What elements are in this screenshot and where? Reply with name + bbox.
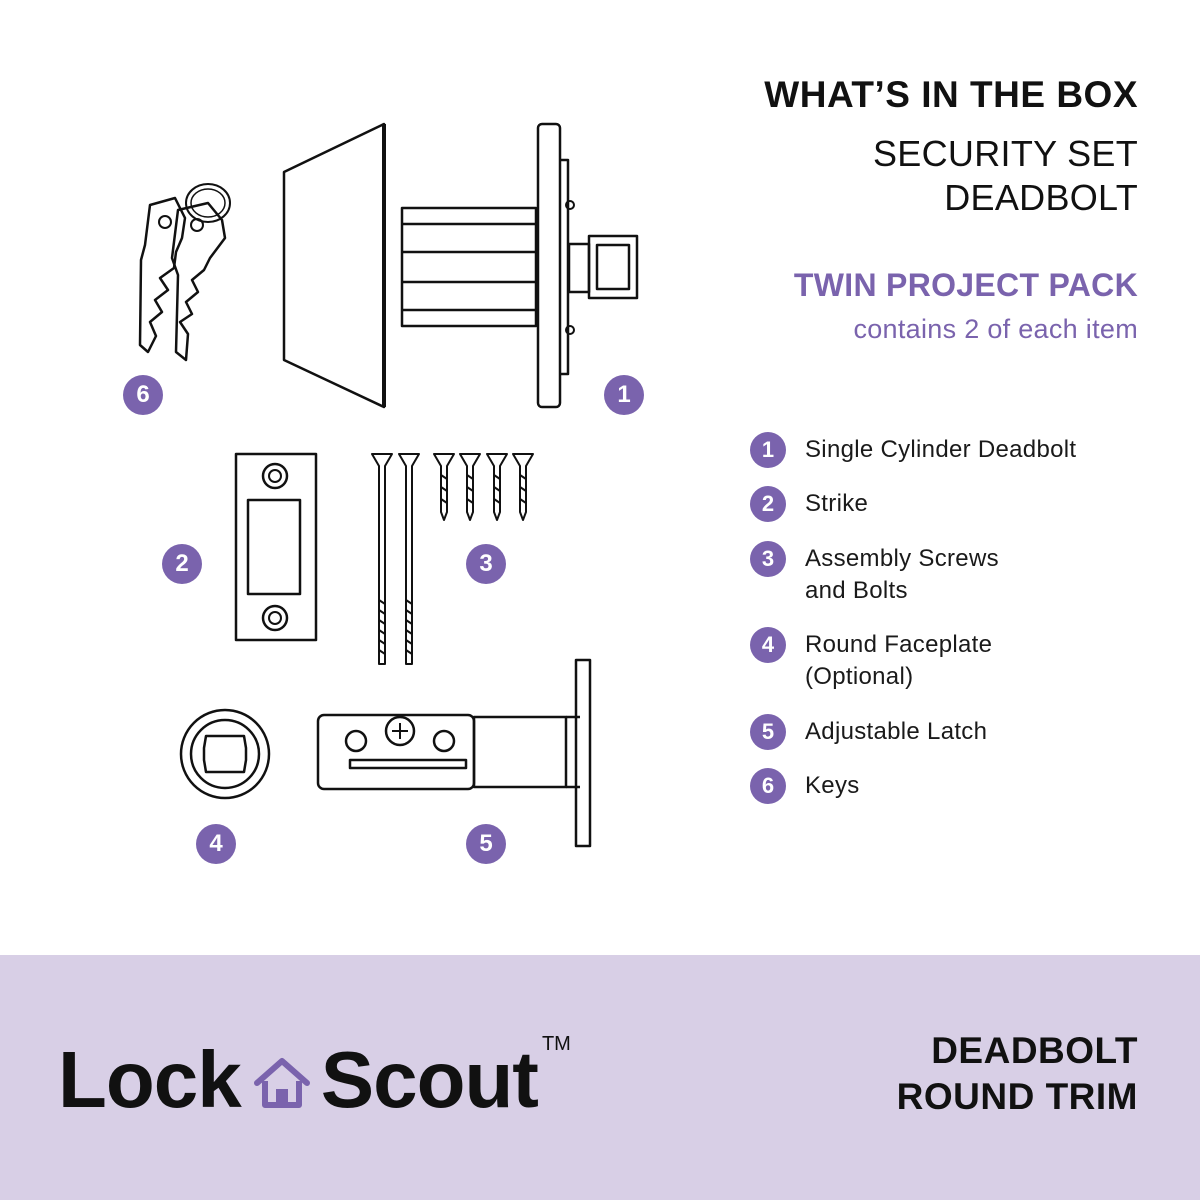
brand-name-part2: Scout	[320, 1035, 539, 1124]
badge-faceplate: 4	[196, 824, 236, 864]
page-title: WHAT’S IN THE BOX	[764, 74, 1138, 115]
trademark-mark: TM	[541, 1033, 571, 1055]
badge-strike: 2	[162, 544, 202, 584]
badge-screws: 3	[466, 544, 506, 584]
strike-illustration	[234, 452, 318, 642]
faceplate-illustration	[179, 708, 271, 800]
legend-badge: 5	[750, 714, 786, 750]
deadbolt-illustration	[282, 122, 639, 409]
legend-badge: 4	[750, 627, 786, 663]
legend-item: 1 Single Cylinder Deadbolt	[750, 432, 1076, 468]
legend-item: 5 Adjustable Latch	[750, 714, 987, 750]
illustration-area: 6 1 2 3 4 5	[0, 0, 700, 950]
brand-name-part1: Lock	[58, 1035, 242, 1124]
legend-label: Keys	[805, 772, 860, 799]
legend-label: Single Cylinder Deadbolt	[805, 436, 1077, 463]
legend-badge: 3	[750, 541, 786, 577]
legend-badge: 6	[750, 768, 786, 804]
legend-badge: 1	[750, 432, 786, 468]
legend-badge: 2	[750, 486, 786, 522]
latch-illustration	[316, 658, 592, 848]
legend-item: 2 Strike	[750, 486, 868, 522]
footer-band	[0, 955, 1200, 1200]
legend-item: 3 Assembly Screws and Bolts	[750, 541, 999, 607]
legend-label: Adjustable Latch	[805, 718, 988, 745]
pack-subtitle: contains 2 of each item	[853, 314, 1138, 344]
badge-latch: 5	[466, 824, 506, 864]
screws-illustration	[371, 453, 534, 665]
product-line2: ROUND TRIM	[896, 1076, 1138, 1117]
legend-label: Assembly Screws and Bolts	[805, 545, 999, 604]
header: WHAT’S IN THE BOX SECURITY SET DEADBOLT	[764, 72, 1138, 220]
house-icon	[253, 1057, 311, 1114]
page-subtitle-line2: DEADBOLT	[944, 177, 1138, 218]
legend-item: 6 Keys	[750, 768, 860, 804]
pack-info: TWIN PROJECT PACK contains 2 of each ite…	[794, 264, 1138, 346]
page-subtitle-line1: SECURITY SET	[873, 133, 1138, 174]
product-line1: DEADBOLT	[931, 1030, 1138, 1071]
legend-item: 4 Round Faceplate (Optional)	[750, 627, 992, 693]
legend-label: Strike	[805, 490, 869, 517]
badge-keys: 6	[123, 375, 163, 415]
legend-label: Round Faceplate (Optional)	[805, 631, 993, 690]
product-name: DEADBOLT ROUND TRIM	[897, 1028, 1138, 1120]
keys-illustration	[138, 183, 231, 362]
badge-deadbolt: 1	[604, 375, 644, 415]
pack-title: TWIN PROJECT PACK	[793, 267, 1138, 303]
brand-logo: Lock Scout TM	[58, 1030, 571, 1120]
